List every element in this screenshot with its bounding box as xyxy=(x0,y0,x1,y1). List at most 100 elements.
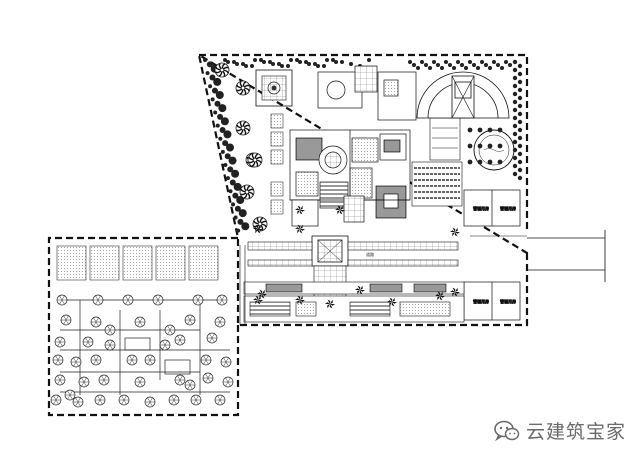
shrub xyxy=(416,66,420,70)
west-lot-panels xyxy=(56,245,219,281)
room-label-3: 管理用房 xyxy=(473,298,489,304)
shrub xyxy=(322,64,326,68)
shrub xyxy=(259,58,263,62)
shrub xyxy=(277,62,281,66)
shrub xyxy=(517,159,523,165)
shrub xyxy=(512,155,518,161)
round-pond xyxy=(473,129,515,171)
shrub xyxy=(512,163,518,169)
shrub xyxy=(517,167,523,173)
shrub xyxy=(215,123,220,128)
shrub xyxy=(517,175,523,181)
shrub xyxy=(512,123,518,129)
shrub xyxy=(228,189,233,194)
shrub xyxy=(512,83,518,89)
shrub xyxy=(367,58,371,62)
shrub xyxy=(432,60,436,64)
shrub xyxy=(517,79,523,85)
watermark: 云建筑宝家 xyxy=(494,417,626,444)
shrub xyxy=(218,136,223,141)
shrub xyxy=(253,58,257,62)
shrub xyxy=(210,97,215,102)
shrub xyxy=(271,62,275,66)
square-pavilion xyxy=(255,69,293,107)
shrub xyxy=(497,127,503,133)
shrub xyxy=(304,60,308,64)
shrub xyxy=(487,143,493,149)
semicircle-garden xyxy=(416,71,510,119)
right-tree-band xyxy=(408,59,523,181)
shrub xyxy=(496,63,500,67)
shrub xyxy=(452,66,456,70)
shrub xyxy=(289,58,293,62)
shrub xyxy=(219,127,226,133)
site-boundary xyxy=(197,52,529,327)
shrub xyxy=(512,99,518,105)
shrub xyxy=(512,91,518,97)
shrub xyxy=(215,91,224,99)
room-label-2: 管理用房 xyxy=(500,205,516,211)
shrub xyxy=(456,60,460,64)
shrub xyxy=(424,63,428,67)
shrub xyxy=(295,58,299,62)
shrub xyxy=(476,66,480,70)
shrub xyxy=(512,147,518,153)
shrub xyxy=(236,228,241,233)
pinwheel-shrubs xyxy=(253,205,460,309)
shrub xyxy=(250,64,254,68)
shrub xyxy=(512,107,518,113)
shrub xyxy=(467,143,473,149)
shrub xyxy=(231,169,240,178)
shrub xyxy=(488,66,492,70)
shrub xyxy=(213,77,222,86)
shrub xyxy=(517,151,523,157)
shrub xyxy=(412,63,416,67)
shrub xyxy=(233,215,238,220)
greenhouse-rows xyxy=(411,117,463,207)
shrub xyxy=(467,127,473,133)
garden-rosettes xyxy=(214,62,268,232)
shrub xyxy=(225,176,230,181)
shrub xyxy=(492,60,496,64)
shrub xyxy=(244,64,248,68)
shrub xyxy=(316,64,320,68)
shrub xyxy=(236,196,245,204)
shrub xyxy=(209,74,216,81)
shrub xyxy=(517,119,523,125)
shrub xyxy=(508,63,512,67)
shrub xyxy=(517,111,523,117)
walk-bands xyxy=(247,241,459,267)
road-label: 道路 xyxy=(366,251,374,257)
shrub xyxy=(512,139,518,145)
shrub xyxy=(512,59,518,65)
shrub xyxy=(233,182,242,191)
shrub xyxy=(235,62,239,66)
shrub xyxy=(487,159,493,165)
shrub xyxy=(220,117,229,126)
shrub xyxy=(497,159,503,165)
shrub xyxy=(214,100,221,107)
shrub xyxy=(340,60,344,64)
shrub xyxy=(517,95,523,101)
shrub xyxy=(231,202,236,207)
shrub xyxy=(222,140,229,147)
shrub xyxy=(286,64,290,68)
shrub xyxy=(512,75,518,81)
shrub xyxy=(226,60,230,64)
shrub xyxy=(467,159,473,165)
shrub xyxy=(307,62,311,66)
room-label-1: 管理用房 xyxy=(473,205,489,211)
shrub xyxy=(205,71,210,76)
shrub xyxy=(220,149,225,154)
shrub xyxy=(268,60,272,64)
shrub xyxy=(408,60,412,64)
shrub xyxy=(228,156,237,165)
shrub xyxy=(512,171,518,177)
shrub xyxy=(512,131,518,137)
rosette xyxy=(214,62,230,78)
shrub xyxy=(436,63,440,67)
shrub xyxy=(517,103,523,109)
shrub xyxy=(208,84,213,89)
shrub xyxy=(517,135,523,141)
gatehouse-rooms: 管理用房 管理用房 管理用房 管理用房 xyxy=(463,189,521,321)
